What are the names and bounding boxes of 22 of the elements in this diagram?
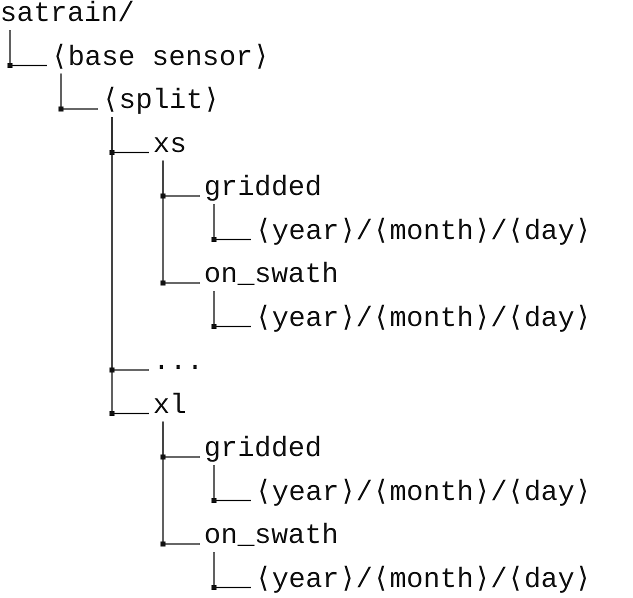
tree-connector	[9, 30, 47, 66]
tree-connector	[213, 204, 251, 240]
tree-connector	[162, 160, 200, 284]
directory-label: ...	[153, 348, 204, 378]
directory-label: xl	[153, 392, 187, 422]
tree-connector	[213, 291, 251, 328]
directory-label: on_swath	[204, 522, 338, 552]
directory-label: gridded	[204, 435, 322, 465]
directory-label: ⟨year⟩/⟨month⟩/⟨day⟩	[255, 218, 592, 248]
directory-label: ⟨year⟩/⟨month⟩/⟨day⟩	[255, 566, 592, 596]
tree-connector	[60, 74, 98, 110]
directory-label: gridded	[204, 174, 322, 204]
directory-label: ⟨split⟩	[102, 87, 220, 117]
directory-label: ⟨year⟩/⟨month⟩/⟨day⟩	[255, 304, 592, 334]
directory-label: xs	[153, 130, 187, 160]
tree-connector	[213, 465, 251, 502]
tree-connector	[162, 422, 200, 545]
directory-label: ⟨base sensor⟩	[51, 44, 270, 74]
directory-label: on_swath	[204, 261, 338, 291]
tree-connector	[213, 552, 251, 588]
directory-label: satrain/	[0, 0, 134, 30]
directory-label: ⟨year⟩/⟨month⟩/⟨day⟩	[255, 478, 592, 508]
